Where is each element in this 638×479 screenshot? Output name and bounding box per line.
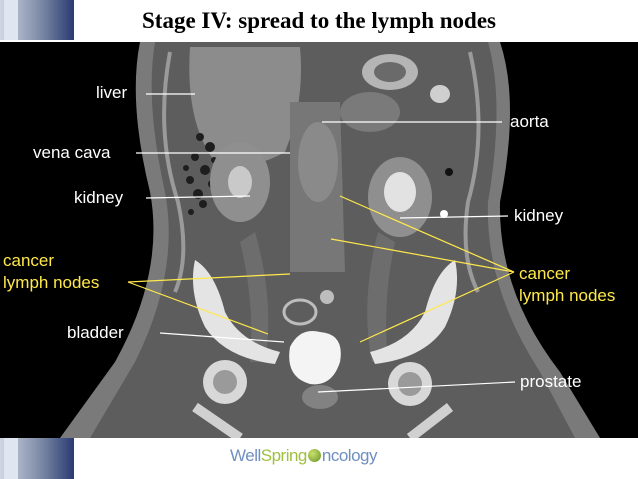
label-cancer-right: cancer (519, 264, 571, 283)
wellspring-oncology-logo: WellSpring ncology (230, 446, 378, 466)
label-kidney-right: kidney (514, 206, 564, 225)
label-liver: liver (96, 83, 128, 102)
logo-sphere-icon (307, 449, 321, 462)
label-kidney-left: kidney (74, 188, 124, 207)
label-lymph-nodes-right: lymph nodes (519, 286, 616, 305)
ct-scan-drawing (60, 42, 600, 438)
label-prostate: prostate (520, 372, 582, 391)
white-leader-lines (136, 93, 516, 393)
corner-tab-bottom (0, 438, 74, 479)
ct-scan-image: liver vena cava kidney cancer lymph node… (0, 42, 638, 438)
label-cancer-left: cancer (3, 251, 55, 270)
yellow-leader-lines (127, 195, 515, 343)
slide-title: Stage IV: spread to the lymph nodes (142, 8, 496, 33)
logo-text-ncology: ncology (321, 446, 378, 465)
label-bladder: bladder (67, 323, 124, 342)
label-lymph-nodes-left: lymph nodes (3, 273, 100, 292)
corner-tab-top (0, 0, 74, 40)
logo-text-well: Well (230, 446, 261, 465)
label-vena-cava: vena cava (33, 143, 111, 162)
label-aorta: aorta (510, 112, 549, 131)
logo-text-spring: Spring (260, 446, 308, 465)
